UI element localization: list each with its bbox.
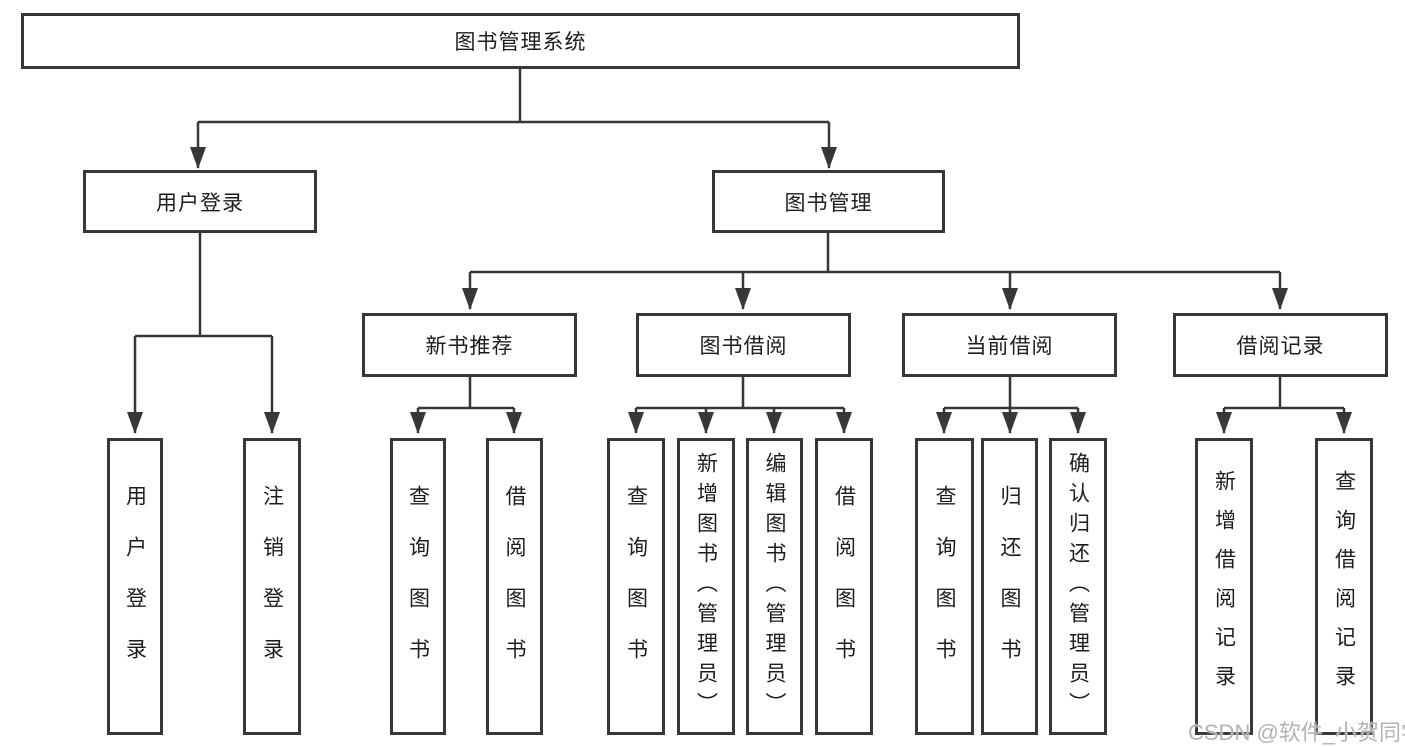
node-book-borrow-label: 图书借阅 xyxy=(699,335,788,358)
leaf-add-borrow-record-label: 新增借阅记录 xyxy=(1212,469,1236,704)
leaf-borrow-book-b-label: 借阅图书 xyxy=(832,484,856,689)
leaf-add-book-admin: 新增图书（管理员） xyxy=(677,438,735,735)
leaf-confirm-return-admin: 确认归还（管理员） xyxy=(1049,438,1107,735)
edge-bookmgmt-trunk xyxy=(470,233,1280,274)
leaf-borrow-book-a: 借阅图书 xyxy=(486,438,543,735)
csdn-watermark: CSDN @软件_小贺同学 xyxy=(1188,720,1405,745)
leaf-edit-book-admin: 编辑图书（管理员） xyxy=(746,438,803,735)
leaf-query-book-b: 查询图书 xyxy=(607,438,665,735)
node-current-borrow: 当前借阅 xyxy=(902,313,1117,377)
node-book-borrow: 图书借阅 xyxy=(636,313,851,377)
node-root: 图书管理系统 xyxy=(21,13,1020,69)
leaf-edit-book-admin-label: 编辑图书（管理员） xyxy=(763,451,786,722)
leaf-query-book-b-label: 查询图书 xyxy=(624,484,648,689)
leaf-borrow-book-b: 借阅图书 xyxy=(815,438,873,735)
leaf-add-book-admin-label: 新增图书（管理员） xyxy=(694,451,718,722)
leaf-return-book-label: 归还图书 xyxy=(998,484,1021,689)
node-book-management: 图书管理 xyxy=(712,170,945,233)
leaf-query-book-c-label: 查询图书 xyxy=(933,484,956,689)
leaf-logout: 注销登录 xyxy=(243,438,301,735)
leaf-query-borrow-record-label: 查询借阅记录 xyxy=(1332,469,1356,704)
edge-root-trunk xyxy=(198,69,829,124)
leaf-query-book-a: 查询图书 xyxy=(390,438,446,735)
edge-borrow-trunk xyxy=(636,377,844,410)
node-new-book-rec: 新书推荐 xyxy=(362,313,577,377)
node-current-borrow-label: 当前借阅 xyxy=(965,335,1054,358)
node-user-login: 用户登录 xyxy=(83,170,317,233)
leaf-query-book-c: 查询图书 xyxy=(915,438,974,735)
leaf-user-login: 用户登录 xyxy=(107,438,163,735)
node-book-management-label: 图书管理 xyxy=(784,191,873,215)
leaf-logout-label: 注销登录 xyxy=(260,484,284,689)
leaf-borrow-book-a-label: 借阅图书 xyxy=(503,484,526,689)
edge-userlogin-trunk xyxy=(135,233,272,338)
edge-newrec-trunk xyxy=(418,377,514,410)
leaf-return-book: 归还图书 xyxy=(981,438,1038,735)
node-user-login-label: 用户登录 xyxy=(156,191,244,215)
node-new-book-rec-label: 新书推荐 xyxy=(425,335,514,358)
node-borrow-records: 借阅记录 xyxy=(1173,313,1388,377)
leaf-query-book-a-label: 查询图书 xyxy=(406,484,430,689)
node-borrow-records-label: 借阅记录 xyxy=(1236,335,1325,358)
edge-records-trunk xyxy=(1224,377,1344,410)
leaf-query-borrow-record: 查询借阅记录 xyxy=(1315,438,1373,735)
leaf-confirm-return-admin-label: 确认归还（管理员） xyxy=(1066,451,1090,722)
leaf-user-login-label: 用户登录 xyxy=(123,484,147,689)
node-root-label: 图书管理系统 xyxy=(454,31,587,54)
leaf-add-borrow-record: 新增借阅记录 xyxy=(1195,438,1253,735)
edge-current-trunk xyxy=(944,377,1078,410)
